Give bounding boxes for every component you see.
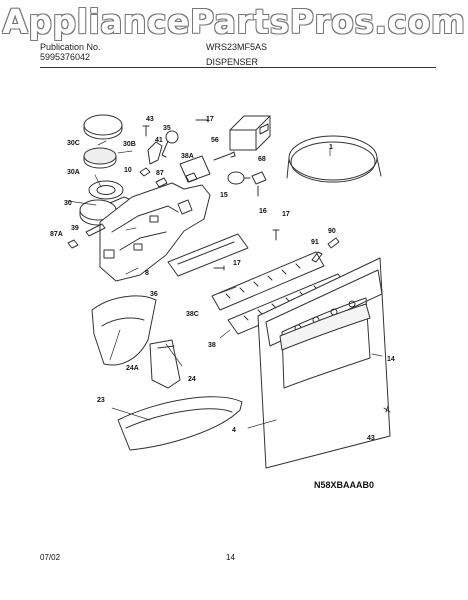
callout-30C: 30C (67, 140, 80, 147)
model-number: WRS23MF5AS (206, 42, 268, 52)
callout-14: 14 (387, 356, 395, 363)
part-56-screw (213, 151, 236, 161)
callout-35: 35 (163, 125, 171, 132)
callout-30B: 30B (123, 141, 136, 148)
callout-17-right: 17 (282, 211, 290, 218)
part-38A-switch (179, 155, 211, 183)
part-17-screw-mid (213, 265, 225, 271)
part-10-spring (139, 167, 151, 177)
part-36-board-upper (167, 233, 249, 277)
part-43-screw-bottom (383, 405, 391, 413)
callout-87A: 87A (50, 231, 63, 238)
part-17-screw-right (272, 229, 280, 241)
part-14-paddle (279, 303, 371, 351)
callout-43-top: 43 (146, 116, 154, 123)
callout-24A: 24A (126, 365, 139, 372)
callout-1: 1 (329, 144, 333, 151)
callout-labels: 43 35 17 41 30C 30B 56 38A 30A 10 87 68 … (50, 116, 395, 442)
part-30B-disc (83, 147, 117, 169)
part-24A-chute (91, 295, 157, 366)
callout-56: 56 (211, 137, 219, 144)
callout-38: 38 (208, 342, 216, 349)
part-24-arm (149, 339, 181, 389)
callout-4: 4 (232, 427, 236, 434)
part-91-clip (311, 251, 323, 263)
publication-label: Publication No. (40, 42, 101, 52)
part-17-screw-top (195, 117, 209, 123)
footer-page-number: 14 (226, 553, 235, 562)
part-1-tubing (286, 135, 382, 183)
callout-17-mid: 17 (233, 260, 241, 267)
callout-90: 90 (328, 228, 336, 235)
header-rule (40, 67, 436, 68)
watermark-logo: AppliancePartsPros.com (2, 2, 466, 41)
part-43-screw-top (142, 125, 150, 137)
part-90-clip (327, 237, 340, 249)
callout-68: 68 (258, 156, 266, 163)
part-15-bulb (227, 171, 251, 185)
callout-39: 39 (71, 225, 79, 232)
callout-38A: 38A (181, 153, 194, 160)
callout-15: 15 (220, 192, 228, 199)
callout-24: 24 (188, 376, 196, 383)
callout-30: 30 (64, 200, 72, 207)
publication-number: 5995376042 (40, 52, 91, 62)
part-16-socket (251, 171, 267, 197)
section-title: DISPENSER (206, 57, 259, 67)
callout-17-top: 17 (206, 116, 214, 123)
part-30A-ring (88, 180, 124, 200)
callout-41: 41 (155, 137, 163, 144)
callout-91: 91 (311, 239, 319, 246)
callout-43-bottom: 43 (367, 435, 375, 442)
part-87-clip (155, 177, 168, 188)
diagram-code: N58XBAAAB0 (314, 480, 375, 490)
part-23-drip-tray (117, 396, 243, 451)
callout-10: 10 (124, 167, 132, 174)
callout-87: 87 (156, 170, 164, 177)
part-35-knob (161, 130, 179, 158)
part-39-lever (85, 223, 106, 237)
callout-8: 8 (145, 270, 149, 277)
part-87A-clip (67, 239, 79, 249)
part-41-bracket (147, 141, 163, 165)
callout-16: 16 (259, 208, 267, 215)
callout-30A: 30A (67, 169, 80, 176)
part-30C-cap (83, 114, 123, 140)
part-8-housing (99, 182, 211, 282)
callout-38C: 38C (186, 311, 199, 318)
callout-36: 36 (150, 291, 158, 298)
callout-23: 23 (97, 397, 105, 404)
footer-date: 07/02 (40, 553, 61, 562)
part-38C-board (211, 251, 325, 311)
part-68-module (229, 115, 271, 151)
